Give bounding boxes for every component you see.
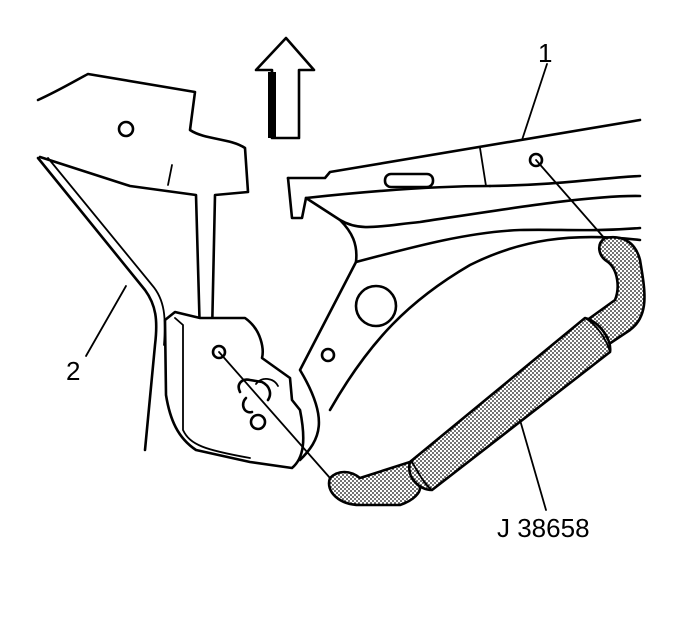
main-panel <box>298 218 642 462</box>
leader-line-1 <box>521 63 548 141</box>
left-bracket-panel <box>36 72 250 339</box>
leader-line-2 <box>85 285 127 357</box>
lower-mounting-bracket <box>163 310 305 470</box>
callout-tool: J 38658 <box>497 513 590 543</box>
upper-rail <box>286 118 642 229</box>
callout-part-1: 1 <box>538 38 553 68</box>
callout-part-2: 2 <box>66 356 81 386</box>
tool-j-38658 <box>218 159 646 507</box>
direction-arrow-icon <box>254 36 316 140</box>
left-diagonal-member <box>36 156 166 452</box>
fastener-icon <box>237 378 279 431</box>
leader-line-tool <box>519 419 547 511</box>
